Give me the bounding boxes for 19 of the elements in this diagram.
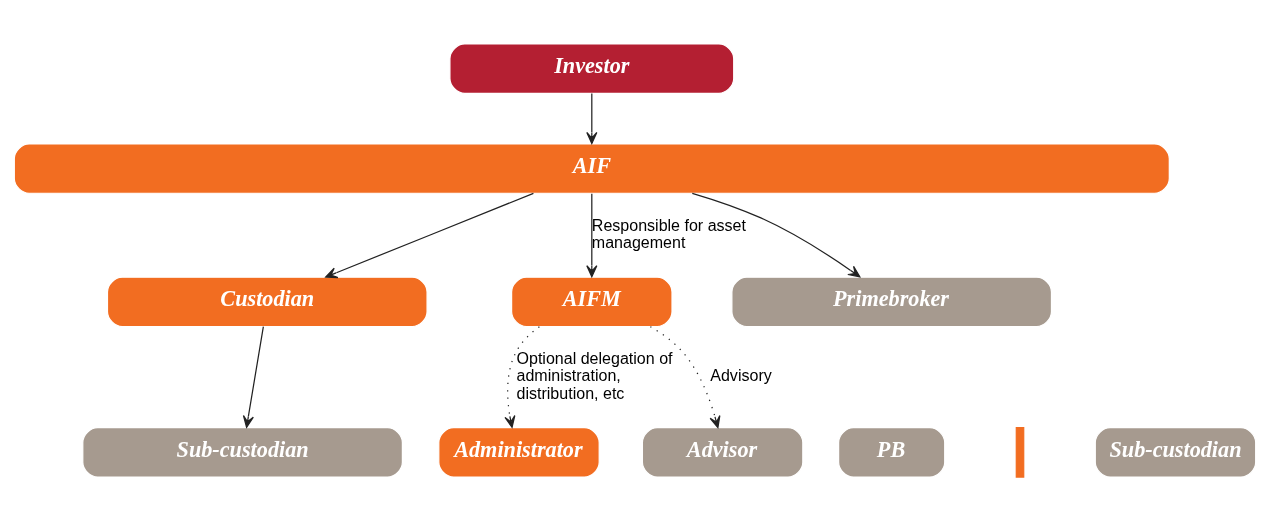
node-box: Investor: [449, 42, 735, 94]
node-box: Advisor: [641, 426, 804, 478]
node-box: Sub-custodian: [1094, 426, 1257, 478]
arrow: [586, 192, 598, 277]
edge-label: Optional delegation of administration, distribution, etc: [516, 348, 673, 402]
arrow: [649, 325, 721, 428]
node-box: AIFM: [511, 276, 673, 327]
node-box: Administrator: [438, 426, 600, 478]
node-box: Sub-custodian: [82, 426, 403, 478]
edge-label: Advisory: [710, 365, 772, 384]
arrow: [586, 92, 598, 144]
node-box: AIF: [13, 142, 1170, 194]
arrow: [691, 192, 861, 277]
edge-label: Responsible for asset management: [591, 215, 746, 251]
node-box: PB: [838, 426, 946, 478]
node-box: Custodian: [106, 276, 428, 327]
node-box: Primebroker: [731, 276, 1053, 327]
arrow: [242, 325, 264, 428]
arrow: [325, 192, 535, 278]
